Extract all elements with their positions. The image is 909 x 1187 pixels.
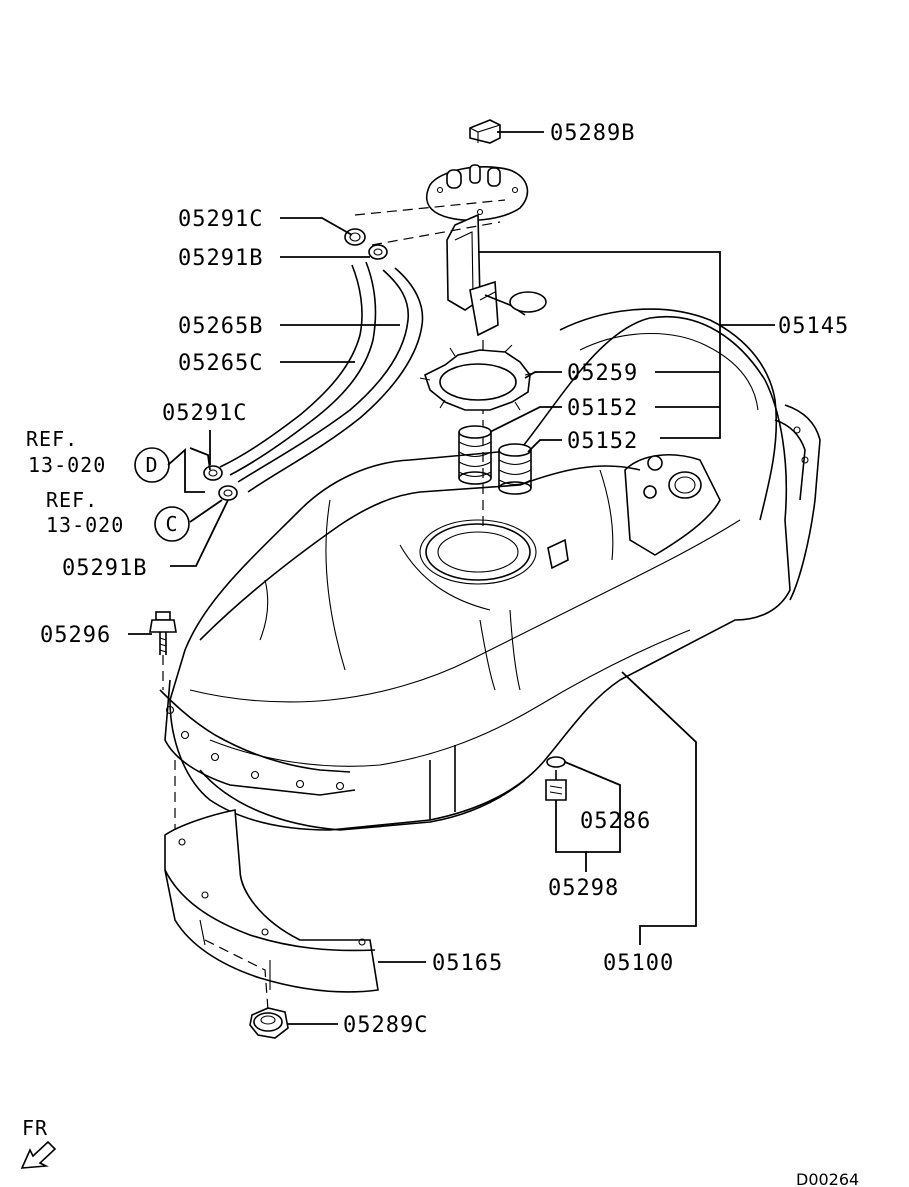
ref-c-line1: REF. bbox=[46, 488, 98, 512]
label-05291C-top[interactable]: 05291C bbox=[178, 207, 263, 232]
ref-d-circle bbox=[134, 447, 170, 483]
ref-d-letter: D bbox=[145, 453, 158, 477]
clamp-05291c-top-drawing bbox=[344, 228, 366, 246]
label-05265B[interactable]: 05265B bbox=[178, 314, 263, 339]
clamp-05291c-mid-drawing bbox=[203, 465, 223, 481]
spring-right-drawing bbox=[498, 443, 532, 495]
front-direction-arrow-icon bbox=[20, 1140, 57, 1169]
label-05152-b[interactable]: 05152 bbox=[567, 429, 638, 454]
bolt-05298-drawing bbox=[545, 770, 567, 801]
label-05298[interactable]: 05298 bbox=[548, 876, 619, 901]
leader-lines bbox=[128, 131, 775, 1025]
ref-c-letter: C bbox=[165, 512, 178, 536]
label-05291B-top[interactable]: 05291B bbox=[178, 246, 263, 271]
label-05259[interactable]: 05259 bbox=[567, 361, 638, 386]
ref-c-circle bbox=[154, 506, 190, 542]
fuel-pump-module-drawing bbox=[354, 119, 547, 530]
label-05152-a[interactable]: 05152 bbox=[567, 396, 638, 421]
hose-05265b-drawing bbox=[237, 267, 424, 493]
label-05286[interactable]: 05286 bbox=[580, 809, 651, 834]
gasket-ring-drawing bbox=[419, 344, 539, 411]
bolt-05296-drawing bbox=[149, 611, 177, 690]
fuel-tank-drawing bbox=[159, 308, 821, 831]
ref-d-line1: REF. bbox=[26, 427, 78, 451]
label-05291C-mid[interactable]: 05291C bbox=[162, 401, 247, 426]
nut-05289c-drawing bbox=[249, 1007, 289, 1039]
label-05289B[interactable]: 05289B bbox=[550, 121, 635, 146]
diagram-code: D00264 bbox=[796, 1170, 859, 1187]
label-05165[interactable]: 05165 bbox=[432, 951, 503, 976]
front-direction-label: FR bbox=[22, 1116, 48, 1140]
label-05145[interactable]: 05145 bbox=[778, 314, 849, 339]
label-05265C[interactable]: 05265C bbox=[178, 351, 263, 376]
hose-05265c-drawing bbox=[219, 261, 377, 476]
label-05100[interactable]: 05100 bbox=[603, 951, 674, 976]
label-05291B-bottom[interactable]: 05291B bbox=[62, 556, 147, 581]
ref-d-line2[interactable]: 13-020 bbox=[28, 453, 106, 477]
heat-shield-05165-drawing bbox=[164, 760, 379, 1011]
clamp-05291b-top-drawing bbox=[368, 244, 388, 260]
ref-c-line2[interactable]: 13-020 bbox=[46, 513, 124, 537]
label-05296[interactable]: 05296 bbox=[40, 623, 111, 648]
washer-05286-drawing bbox=[546, 756, 566, 768]
spring-left-drawing bbox=[458, 425, 492, 485]
label-05289C[interactable]: 05289C bbox=[343, 1013, 428, 1038]
clamp-05291b-bottom-drawing bbox=[218, 485, 238, 501]
